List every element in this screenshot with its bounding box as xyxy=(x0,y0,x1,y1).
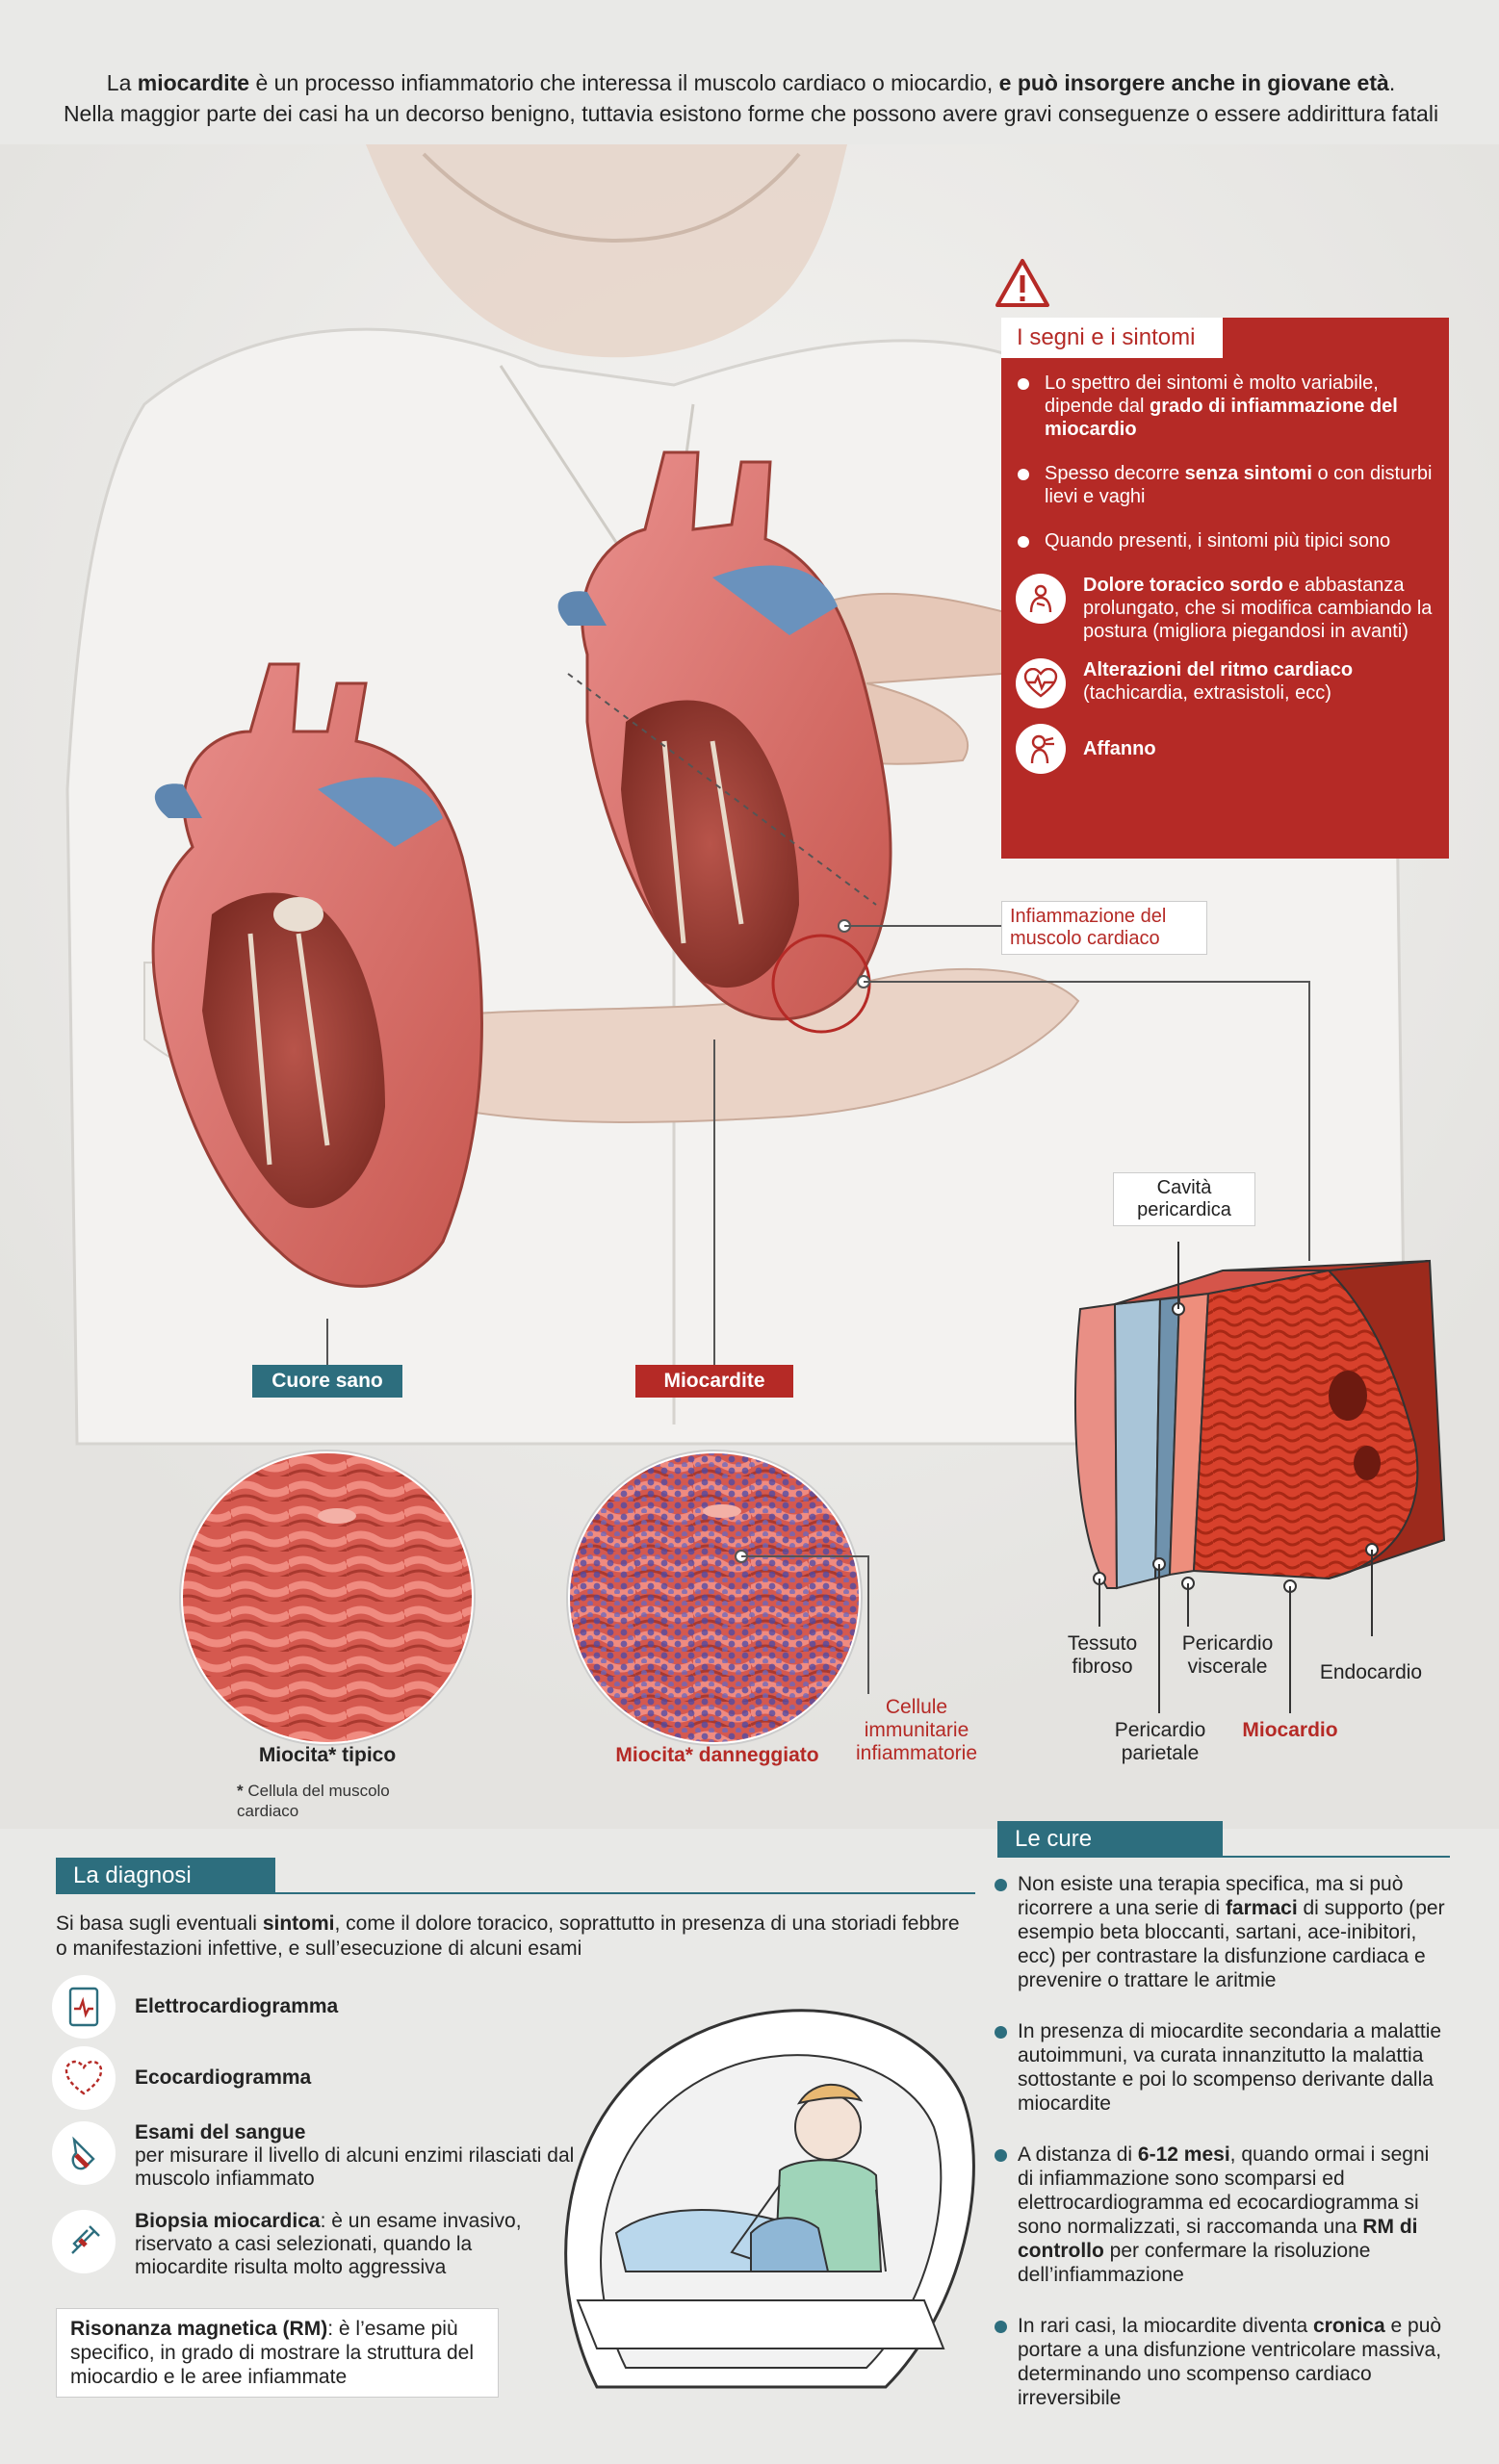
biopsia-desc: : è un esame invasivo, riservato a casi … xyxy=(135,2210,522,2278)
sangue-label: Esami del sangue xyxy=(135,2121,306,2143)
tag-cuore-sano: Cuore sano xyxy=(252,1365,402,1398)
tag-miocardite: Miocardite xyxy=(635,1365,793,1398)
cure-item-2: In presenza di miocardite secondaria a m… xyxy=(995,2019,1447,2116)
cure-title: Le cure xyxy=(997,1821,1223,1858)
intro-line-1: La miocardite è un processo infiammatori… xyxy=(106,70,1396,95)
exam-biopsia: Biopsia miocardica: è un esame invasivo,… xyxy=(52,2210,524,2279)
healthy-heart xyxy=(151,662,483,1288)
label-miocardio: Miocardio xyxy=(1242,1719,1338,1741)
exam-ecg: Elettrocardiogramma xyxy=(52,1975,591,2039)
syringe-icon xyxy=(52,2210,116,2273)
inflamed-heart xyxy=(557,450,892,1021)
diagnosi-rule xyxy=(56,1892,975,1894)
label-tessuto: Tessuto fibroso xyxy=(1067,1632,1138,1678)
footnote-star: * xyxy=(237,1782,244,1800)
chest-pain-icon xyxy=(1016,574,1066,624)
signs-bullet-3: Quando presenti, i sintomi più tipici so… xyxy=(1016,529,1439,552)
intro-line-2: Nella maggior parte dei casi ha un decor… xyxy=(63,101,1439,126)
cure-rule xyxy=(997,1856,1450,1858)
caption-miocita-tipico: Miocita* tipico xyxy=(258,1744,397,1766)
cure-item-3: A distanza di 6-12 mesi, quando ormai i … xyxy=(995,2143,1447,2287)
symptom-rhythm: Alterazioni del ritmo cardiaco (tachicar… xyxy=(1016,658,1439,708)
blood-tube-icon xyxy=(52,2121,116,2185)
symptom-affanno: Affanno xyxy=(1016,724,1439,774)
footnote: * Cellula del muscolo cardiaco xyxy=(237,1781,429,1821)
cure-item-4: In rari casi, la miocardite diventa cron… xyxy=(995,2314,1447,2410)
inflammation-label: Infiammazione del muscolo cardiaco xyxy=(1001,901,1207,955)
sangue-desc: per misurare il livello di alcuni enzimi… xyxy=(135,2144,575,2190)
signs-bullet-1: Lo spettro dei sintomi è molto variabile… xyxy=(1016,372,1439,441)
signs-panel xyxy=(1001,318,1449,859)
exam-eco: Ecocardiogramma xyxy=(52,2046,591,2110)
cure-list: Non esiste una terapia specifica, ma si … xyxy=(995,1872,1447,2437)
intro-text: La miocardite è un processo infiammatori… xyxy=(58,67,1444,129)
ecg-icon xyxy=(52,1975,116,2039)
diagnosi-intro: Si basa sugli eventuali sintomi, come il… xyxy=(56,1912,960,1960)
tissue-layers xyxy=(1074,1242,1446,1713)
label-cavita: Cavità pericardica xyxy=(1113,1172,1255,1226)
signs-bullet-2: Spesso decorre senza sintomi o con distu… xyxy=(1016,462,1439,508)
echo-heart-icon xyxy=(52,2046,116,2110)
exam-sangue: Esami del sangue per misurare il livello… xyxy=(52,2121,591,2191)
biopsia-label: Biopsia miocardica xyxy=(135,2210,321,2232)
signs-list: Lo spettro dei sintomi è molto variabile… xyxy=(1016,372,1439,789)
label-endocardio: Endocardio xyxy=(1319,1661,1423,1683)
breathless-icon xyxy=(1016,724,1066,774)
symptom-chest-pain: Dolore toracico sordo e abbastanza prolu… xyxy=(1016,574,1439,643)
label-pericardio-parietale: Pericardio parietale xyxy=(1114,1719,1206,1764)
footnote-text: Cellula del muscolo cardiaco xyxy=(237,1782,390,1820)
label-pericardio-viscerale: Pericardio viscerale xyxy=(1181,1632,1274,1678)
caption-cellule: Cellule immunitarie infiammatorie xyxy=(855,1696,978,1764)
caption-miocita-danneggiato: Miocita* danneggiato xyxy=(615,1744,819,1766)
cure-item-1: Non esiste una terapia specifica, ma si … xyxy=(995,1872,1447,1992)
mri-illustration xyxy=(564,2009,975,2389)
signs-title: I segni e i sintomi xyxy=(1001,318,1223,358)
warning-icon xyxy=(995,259,1049,307)
diagnosi-title: La diagnosi xyxy=(56,1858,275,1894)
rm-box: Risonanza magnetica (RM): è l’esame più … xyxy=(56,2308,499,2398)
heart-rhythm-icon xyxy=(1016,658,1066,708)
